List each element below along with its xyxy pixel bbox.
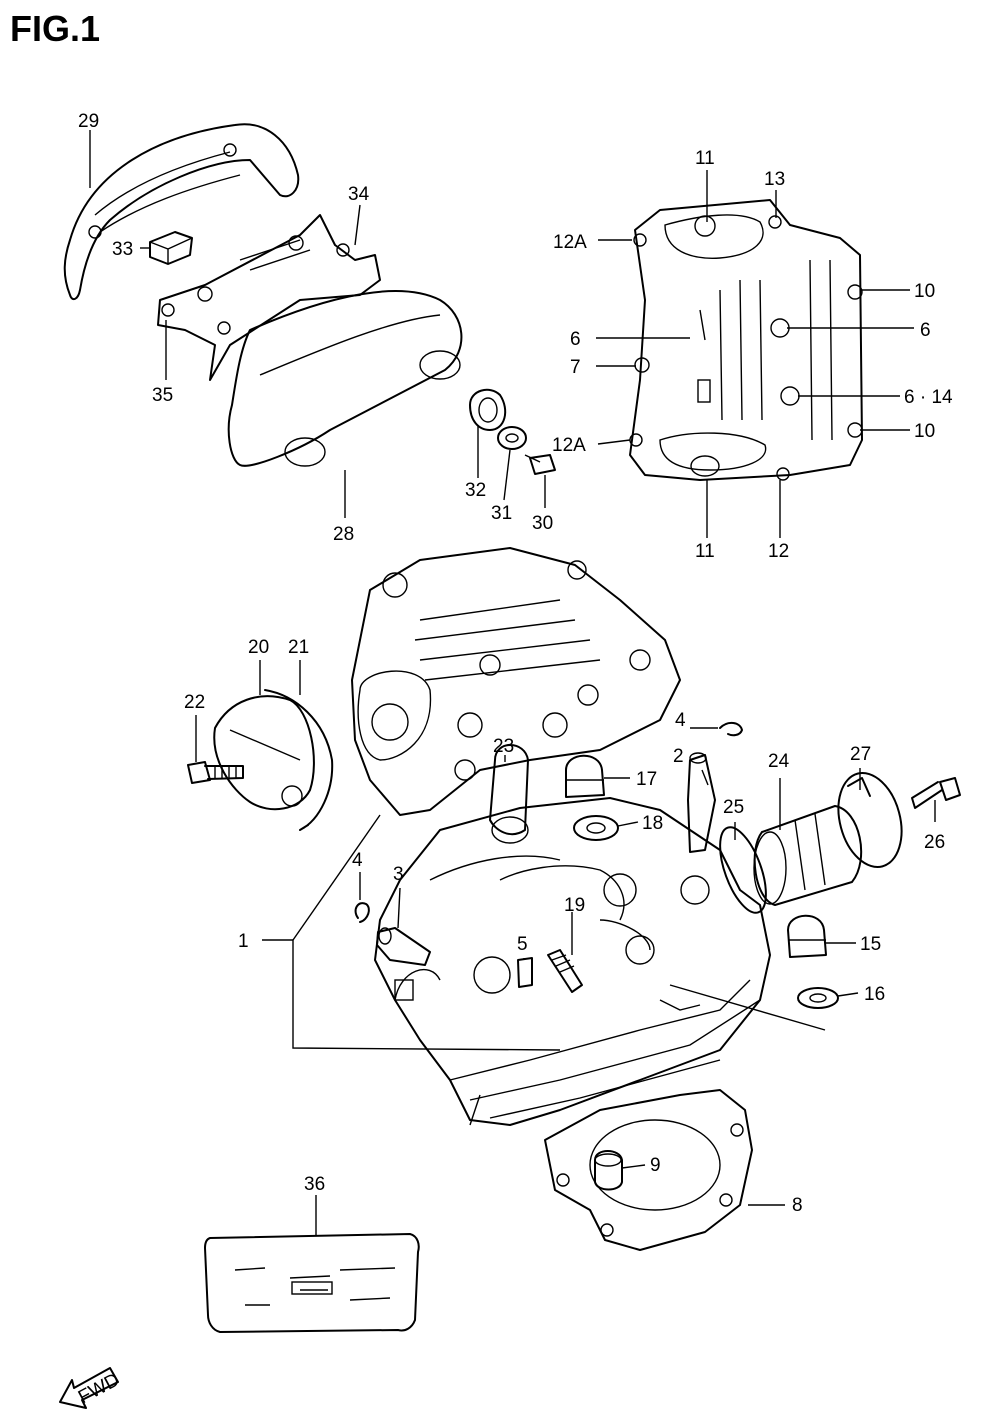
part-36-label (204, 1233, 420, 1333)
part-17-cap-nut (565, 754, 605, 798)
part-5-pin (517, 957, 533, 988)
part-8-head-gasket (544, 1089, 753, 1251)
part-34-35-bracket (157, 214, 381, 381)
part-3-guide (376, 927, 431, 966)
callout-26: 26 (924, 832, 945, 853)
callout-6-left: 6 (570, 329, 581, 350)
part-24-intake-pipe (753, 805, 863, 906)
part-20-side-cover (213, 695, 315, 811)
callout-12A-bottom: 12A (552, 435, 586, 456)
part-cylinder-head-upper (351, 547, 681, 816)
callout-4-bottom: 4 (352, 850, 363, 871)
callout-16: 16 (864, 984, 885, 1005)
callout-7: 7 (570, 357, 581, 378)
part-26-bolt (911, 777, 961, 809)
callout-30: 30 (532, 513, 553, 534)
callout-11-bottom: 11 (695, 541, 715, 562)
part-22-bolt (187, 761, 244, 784)
callout-20: 20 (248, 637, 269, 658)
callout-10-bottom: 10 (914, 421, 935, 442)
part-29-cover (63, 123, 300, 301)
callout-29: 29 (78, 111, 99, 132)
callout-24: 24 (768, 751, 790, 772)
part-1-cylinder-head (374, 797, 771, 1126)
fwd-arrow-icon: FWD (59, 1367, 123, 1409)
callout-4-top: 4 (675, 710, 686, 731)
callout-9: 9 (650, 1155, 661, 1176)
callout-6-14: 6 · 14 (904, 387, 953, 408)
callout-25: 25 (723, 797, 744, 818)
part-25-o-ring (719, 826, 767, 914)
part-4-circlip-upper (719, 722, 743, 737)
callout-22: 22 (184, 692, 205, 713)
part-31-washer (497, 426, 527, 450)
part-19-spark-plug (547, 949, 583, 993)
callout-33: 33 (112, 239, 133, 260)
part-28-head-cover (227, 290, 463, 467)
leader-lines (89, 130, 936, 1236)
part-33-block (149, 231, 193, 265)
callout-5: 5 (517, 934, 528, 955)
callout-11-top: 11 (695, 148, 715, 169)
callout-32: 32 (465, 480, 486, 501)
callout-3: 3 (393, 864, 404, 885)
callout-19: 19 (564, 895, 585, 916)
callout-1: 1 (238, 931, 249, 952)
part-head-top-view (629, 199, 863, 481)
part-16-washer (797, 987, 839, 1009)
callout-8: 8 (792, 1195, 803, 1216)
callout-17: 17 (636, 769, 657, 790)
callout-10-top: 10 (914, 281, 935, 302)
part-32-grommet (469, 388, 507, 431)
callout-21: 21 (288, 637, 309, 658)
part-30-bolt (524, 454, 556, 475)
part-15-cap-nut (787, 914, 827, 958)
part-27-clamp (837, 771, 903, 869)
figure-title: FIG.1 (10, 8, 101, 49)
part-4-circlip-lower (354, 902, 370, 923)
callout-27: 27 (850, 744, 871, 765)
part-9-dowel (594, 1150, 623, 1191)
part-18-washer (573, 815, 619, 841)
part-23-seal (489, 744, 529, 844)
callout-15: 15 (860, 934, 881, 955)
callout-36: 36 (304, 1174, 325, 1195)
callout-6-right: 6 (920, 320, 931, 341)
callout-28: 28 (333, 524, 354, 545)
callout-18: 18 (642, 813, 663, 834)
callout-31: 31 (491, 503, 512, 524)
callout-13: 13 (764, 169, 785, 190)
part-21-gasket (264, 689, 334, 831)
callout-34: 34 (348, 184, 370, 205)
part-2-guide (687, 752, 716, 853)
callout-12A-top: 12A (553, 232, 587, 253)
callout-12: 12 (768, 541, 789, 562)
callout-2: 2 (673, 746, 684, 767)
callout-23: 23 (493, 736, 514, 757)
callout-labels: 29 33 34 35 28 32 31 30 11 13 12A 10 6 6… (78, 111, 953, 1216)
callout-35: 35 (152, 385, 173, 406)
